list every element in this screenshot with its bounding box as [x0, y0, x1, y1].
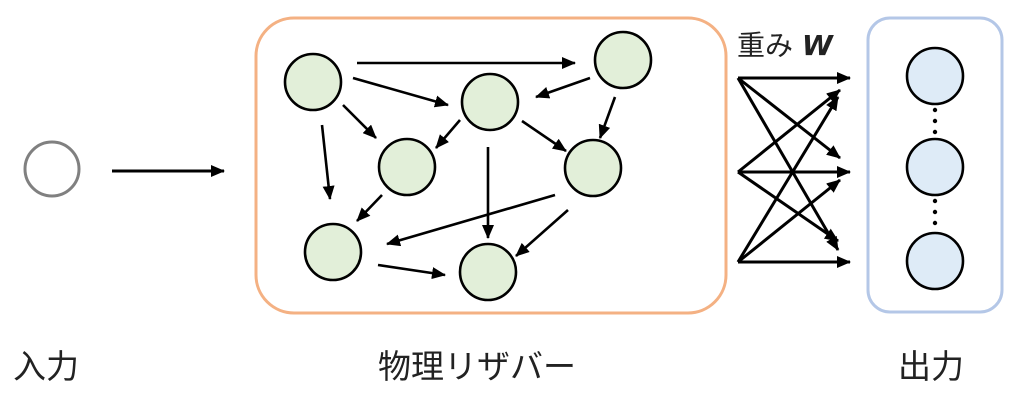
weight-text: 重み — [737, 29, 794, 62]
reservoir-box — [254, 16, 728, 315]
reservoir-node — [303, 222, 363, 282]
edge — [598, 96, 617, 139]
edge — [515, 209, 569, 257]
output-dots — [932, 107, 938, 226]
weight-symbol: W — [801, 29, 833, 62]
reservoir-label: 物理リザバー — [378, 347, 576, 386]
output-node — [905, 46, 965, 106]
edge — [356, 194, 383, 222]
edge — [377, 263, 446, 280]
reservoir-node — [460, 72, 520, 132]
edge — [521, 119, 567, 153]
reservoir-node — [377, 137, 437, 197]
weight-edges — [736, 72, 851, 268]
reservoir-node — [283, 52, 343, 112]
output-nodes — [905, 46, 965, 291]
edge — [352, 76, 449, 108]
weight-label: 重み W — [737, 24, 833, 64]
edge — [342, 104, 377, 139]
output-label: 出力 — [898, 347, 964, 386]
reservoir-node — [563, 138, 623, 198]
output-node — [905, 137, 965, 197]
input-label: 入力 — [13, 347, 79, 386]
edge — [386, 193, 556, 247]
output-node — [905, 231, 965, 291]
edge — [320, 124, 335, 200]
reservoir-node — [458, 242, 518, 302]
edge — [535, 76, 591, 99]
reservoir-edges — [320, 57, 617, 280]
reservoir-nodes — [283, 30, 653, 302]
reservoir-node — [593, 30, 653, 90]
edge — [435, 119, 461, 149]
input-node — [23, 140, 81, 198]
